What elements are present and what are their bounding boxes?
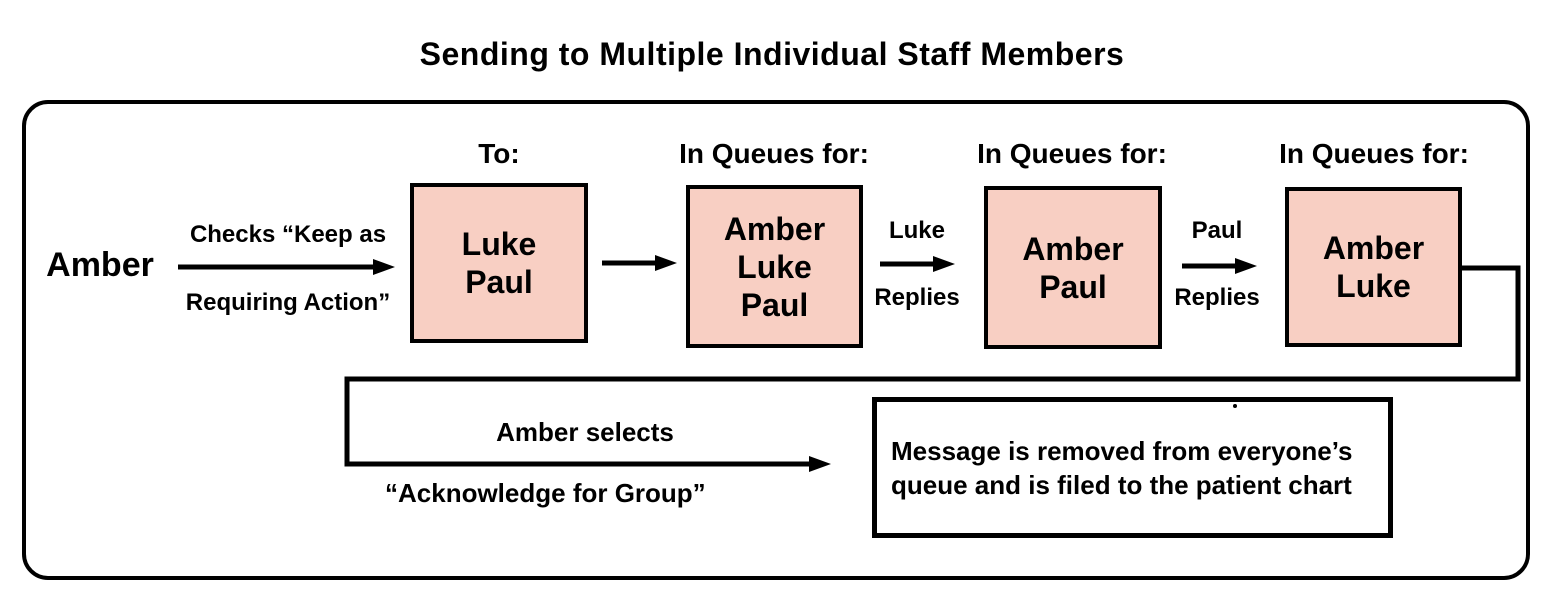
acknowledge-label-top: Amber selects bbox=[496, 417, 674, 447]
diagram-title: Sending to Multiple Individual Staff Mem… bbox=[419, 36, 1125, 72]
acknowledge-label-bottom: “Acknowledge for Group” bbox=[385, 478, 706, 508]
stray-period-dot bbox=[1233, 404, 1237, 408]
luke-replies-label-bottom: Replies bbox=[874, 284, 960, 311]
column-header-queues-2: In Queues for: bbox=[977, 138, 1167, 169]
paul-replies-label-top: Paul bbox=[1191, 217, 1243, 244]
outcome-message-box: Message is removed from everyone’s queue… bbox=[872, 397, 1393, 538]
column-header-queues-1: In Queues for: bbox=[679, 138, 869, 169]
diagram-outer-frame bbox=[22, 100, 1530, 580]
sender-name: Amber bbox=[46, 246, 154, 284]
queue-box-to-luke-paul: Luke Paul bbox=[410, 183, 588, 343]
queue-box-amber-luke-paul: Amber Luke Paul bbox=[686, 185, 863, 348]
luke-replies-label-top: Luke bbox=[888, 217, 945, 244]
queue-box-amber-luke: Amber Luke bbox=[1285, 187, 1462, 347]
paul-replies-label-bottom: Replies bbox=[1174, 284, 1260, 311]
column-header-queues-3: In Queues for: bbox=[1279, 138, 1469, 169]
column-header-to: To: bbox=[478, 138, 520, 169]
send-arrow-label-bottom: Requiring Action” bbox=[185, 289, 391, 316]
send-arrow-label-top: Checks “Keep as bbox=[189, 221, 387, 248]
queue-box-amber-paul: Amber Paul bbox=[984, 186, 1162, 349]
